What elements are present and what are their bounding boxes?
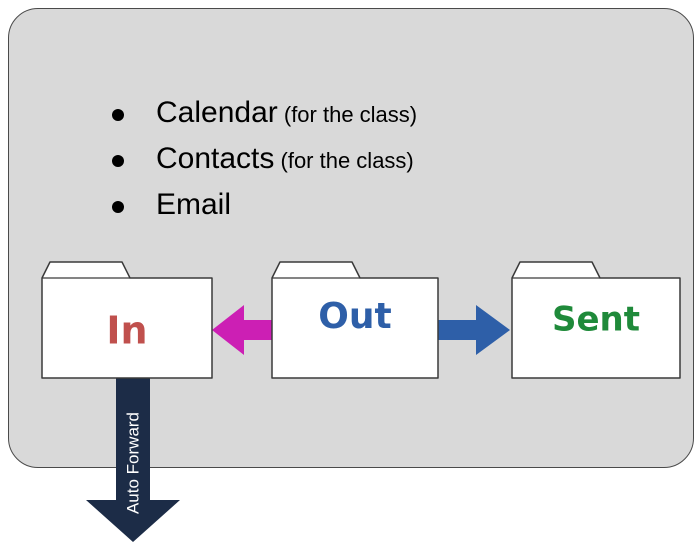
auto-forward-label: Auto Forward (124, 412, 143, 514)
folder-in: In (41, 261, 213, 379)
feature-list: Calendar (for the class) Contacts (for t… (108, 90, 417, 228)
folder-sent: Sent (511, 261, 681, 379)
folder-sent-shape (511, 261, 681, 379)
folder-in-shape (41, 261, 213, 379)
bullet-dot (112, 109, 124, 121)
arrow-out-to-sent (438, 305, 510, 355)
list-item-main: Email (156, 188, 232, 221)
folder-out-shape (271, 261, 439, 379)
folder-out-label: Out (318, 296, 391, 337)
folder-in-label: In (106, 309, 147, 353)
list-item-calendar: Calendar (for the class) (108, 90, 417, 136)
bullet-dot (112, 201, 124, 213)
list-item-sub: (for the class) (274, 148, 414, 173)
list-item-main: Calendar (156, 96, 278, 129)
list-item-email: Email (108, 182, 417, 228)
list-item-contacts: Contacts (for the class) (108, 136, 417, 182)
bullet-dot (112, 155, 124, 167)
arrow-auto-forward (86, 378, 180, 542)
folder-out: Out (271, 261, 439, 379)
list-item-main: Contacts (156, 142, 275, 175)
arrow-out-to-in (212, 305, 272, 355)
folder-sent-label: Sent (552, 300, 640, 340)
list-item-sub: (for the class) (277, 102, 418, 127)
